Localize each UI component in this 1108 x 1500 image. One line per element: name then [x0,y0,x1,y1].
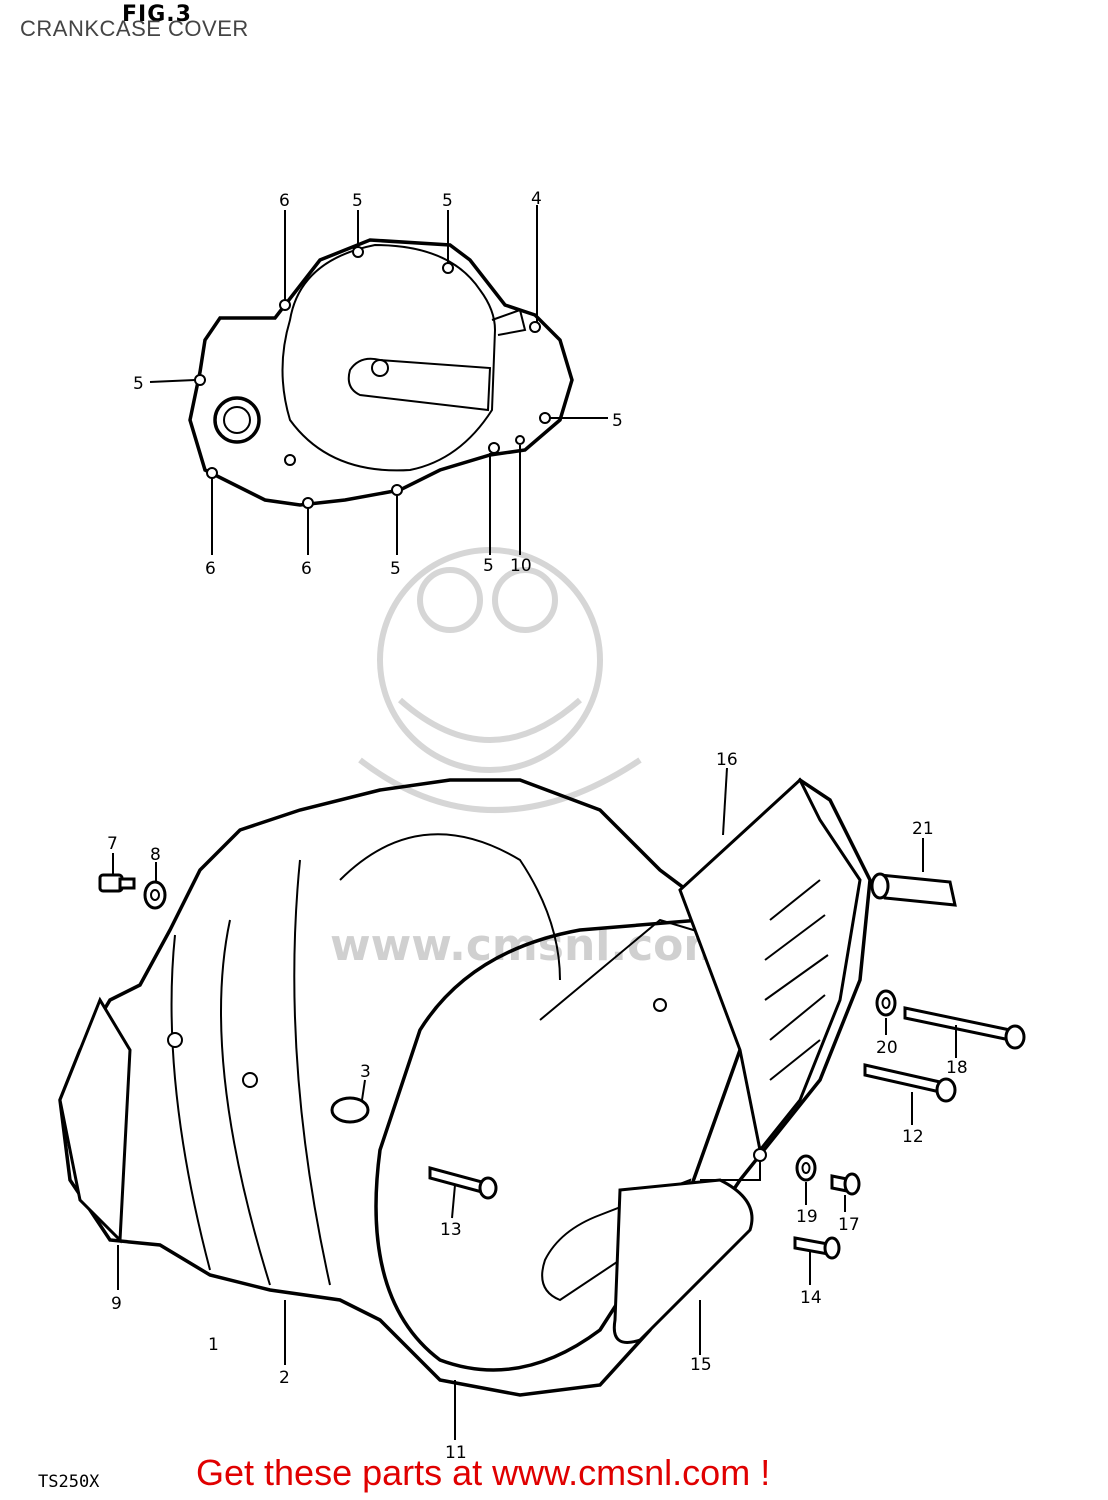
callout-4: 4 [531,189,542,209]
screw-12-icon [863,1063,957,1103]
callout-5-bottom-right: 5 [483,556,494,576]
callout-5-top-a: 5 [352,191,363,211]
callout-10: 10 [510,556,532,576]
callout-6-top: 6 [279,191,290,211]
callout-8: 8 [150,845,161,865]
callout-19: 19 [796,1207,818,1227]
callout-20: 20 [876,1038,898,1058]
callout-11: 11 [445,1443,467,1463]
washer-19-icon [795,1154,817,1182]
callout-6-bottom-left: 6 [205,559,216,579]
callout-17: 17 [838,1215,860,1235]
figure-label: FIG.3 [122,2,192,27]
screw-18-icon [903,1006,1026,1050]
bolt-7-icon [98,873,136,893]
crankcase-cover-assembly [58,777,872,1397]
callout-5-bottom-mid: 5 [390,559,401,579]
screw-17-icon [830,1172,861,1196]
callout-3: 3 [360,1062,371,1082]
mascot-watermark-icon [358,547,642,813]
callout-7: 7 [107,834,118,854]
callout-1: 1 [208,1335,219,1355]
screw-14-icon [793,1236,841,1260]
screw-13-icon [428,1166,498,1200]
model-code: TS250X [38,1472,100,1492]
page-title: CRANKCASE COVER [20,16,249,41]
callout-6-bottom-mid: 6 [301,559,312,579]
crankcase-cover-gasket-top [188,238,574,509]
callout-5-top-b: 5 [442,191,453,211]
callout-9: 9 [111,1294,122,1314]
callout-2: 2 [279,1368,290,1388]
callout-18: 18 [946,1058,968,1078]
promo-link[interactable]: Get these parts at www.cmsnl.com ! [196,1452,771,1493]
callout-13: 13 [440,1220,462,1240]
callout-12: 12 [902,1127,924,1147]
dowel-21-icon [870,872,957,907]
washer-20-icon [875,989,897,1017]
callout-5-left: 5 [133,374,144,394]
watermark-text: www.cmsnl.com [330,920,729,971]
callout-21: 21 [912,819,934,839]
callout-16: 16 [716,750,738,770]
washer-8-icon [143,880,167,910]
callout-5-right: 5 [612,411,623,431]
callout-14: 14 [800,1288,822,1308]
callout-15: 15 [690,1355,712,1375]
